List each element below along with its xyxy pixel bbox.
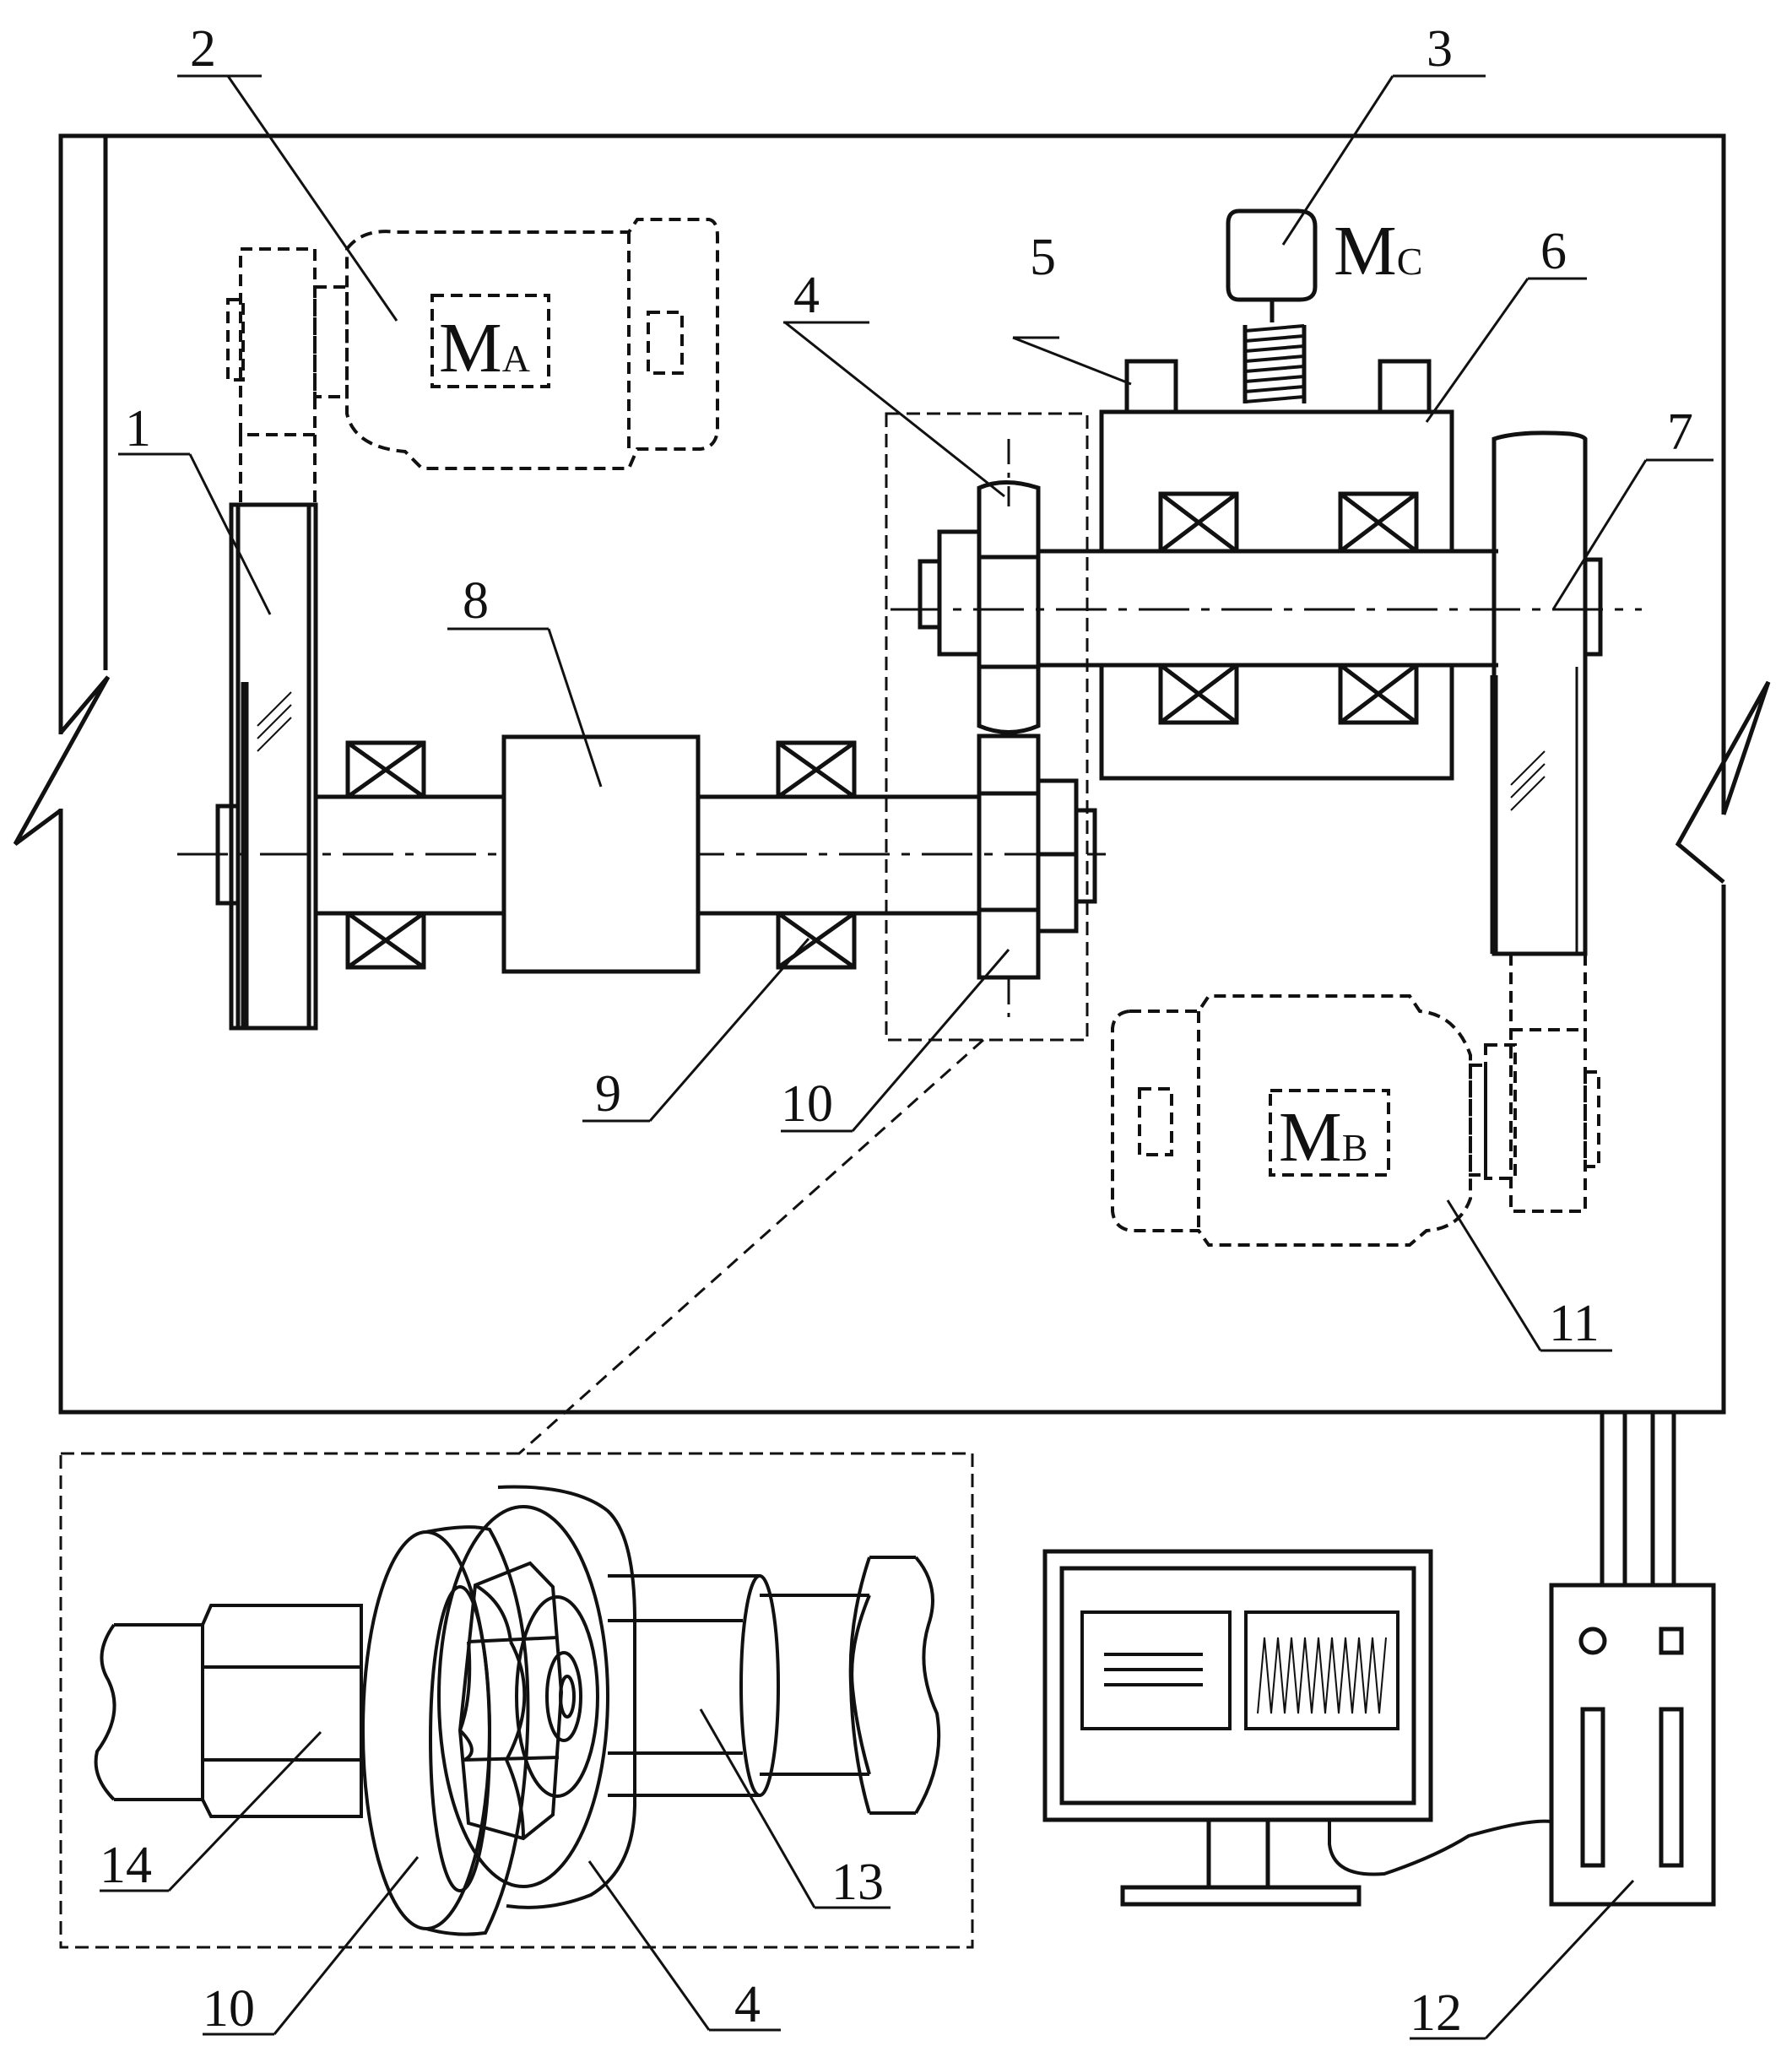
spring: [1244, 324, 1305, 403]
pulley-1: [215, 502, 318, 1031]
callout-1: 1: [125, 400, 151, 457]
callout-11: 11: [1549, 1295, 1600, 1352]
left-break-mark: [13, 675, 111, 847]
motor-c-label: MC: [1334, 212, 1422, 290]
callout-12: 12: [1410, 1984, 1462, 2042]
upper-shaft: [891, 549, 1642, 668]
callout-10: 10: [781, 1075, 833, 1133]
main-frame: [13, 133, 1771, 1415]
monitor-cable: [1328, 1819, 1552, 1876]
callout-3: 3: [1427, 20, 1453, 78]
callout-8: 8: [463, 572, 489, 630]
motor-b: [1111, 954, 1600, 1247]
labels: 1 2 3 4 5 6 7 8 9 10 11 14 13 10 4 12 MA…: [100, 20, 1693, 2042]
motor-a: [226, 218, 719, 506]
right-break-mark: [1675, 680, 1771, 884]
daq-device-12: [1410, 1412, 1716, 2040]
computer-monitor: [1042, 1549, 1552, 1907]
callout-2: 2: [190, 20, 216, 78]
detail-link-line: [518, 1038, 984, 1455]
callout-13: 13: [831, 1854, 884, 1911]
motor-b-label: MB: [1279, 1098, 1367, 1177]
detail-highlight-box: [885, 412, 1089, 1042]
upper-bearings: [1158, 491, 1419, 725]
housing-6: [1099, 359, 1454, 781]
gear-4: [918, 439, 1041, 734]
callout-5: 5: [1030, 229, 1056, 286]
leader-lines: [118, 74, 1713, 1352]
callout-9: 9: [595, 1065, 621, 1123]
motor-a-label: MA: [439, 309, 530, 387]
callout-6: 6: [1540, 223, 1567, 280]
gear-10: [977, 733, 1097, 1017]
detail-view-drawing: [94, 1485, 941, 2036]
callout-14: 14: [100, 1837, 152, 1894]
pulley-7: [1490, 430, 1603, 956]
lower-bearings: [345, 740, 857, 970]
callout-7: 7: [1667, 403, 1693, 461]
waveform: [1257, 1637, 1387, 1714]
coupling-block-8: [501, 734, 701, 974]
callout-10-detail: 10: [203, 1980, 255, 2038]
motor-c: [1226, 208, 1318, 403]
detail-view-box: [59, 1452, 974, 1949]
callout-4-detail: 4: [734, 1976, 761, 2033]
callout-4: 4: [793, 267, 820, 324]
